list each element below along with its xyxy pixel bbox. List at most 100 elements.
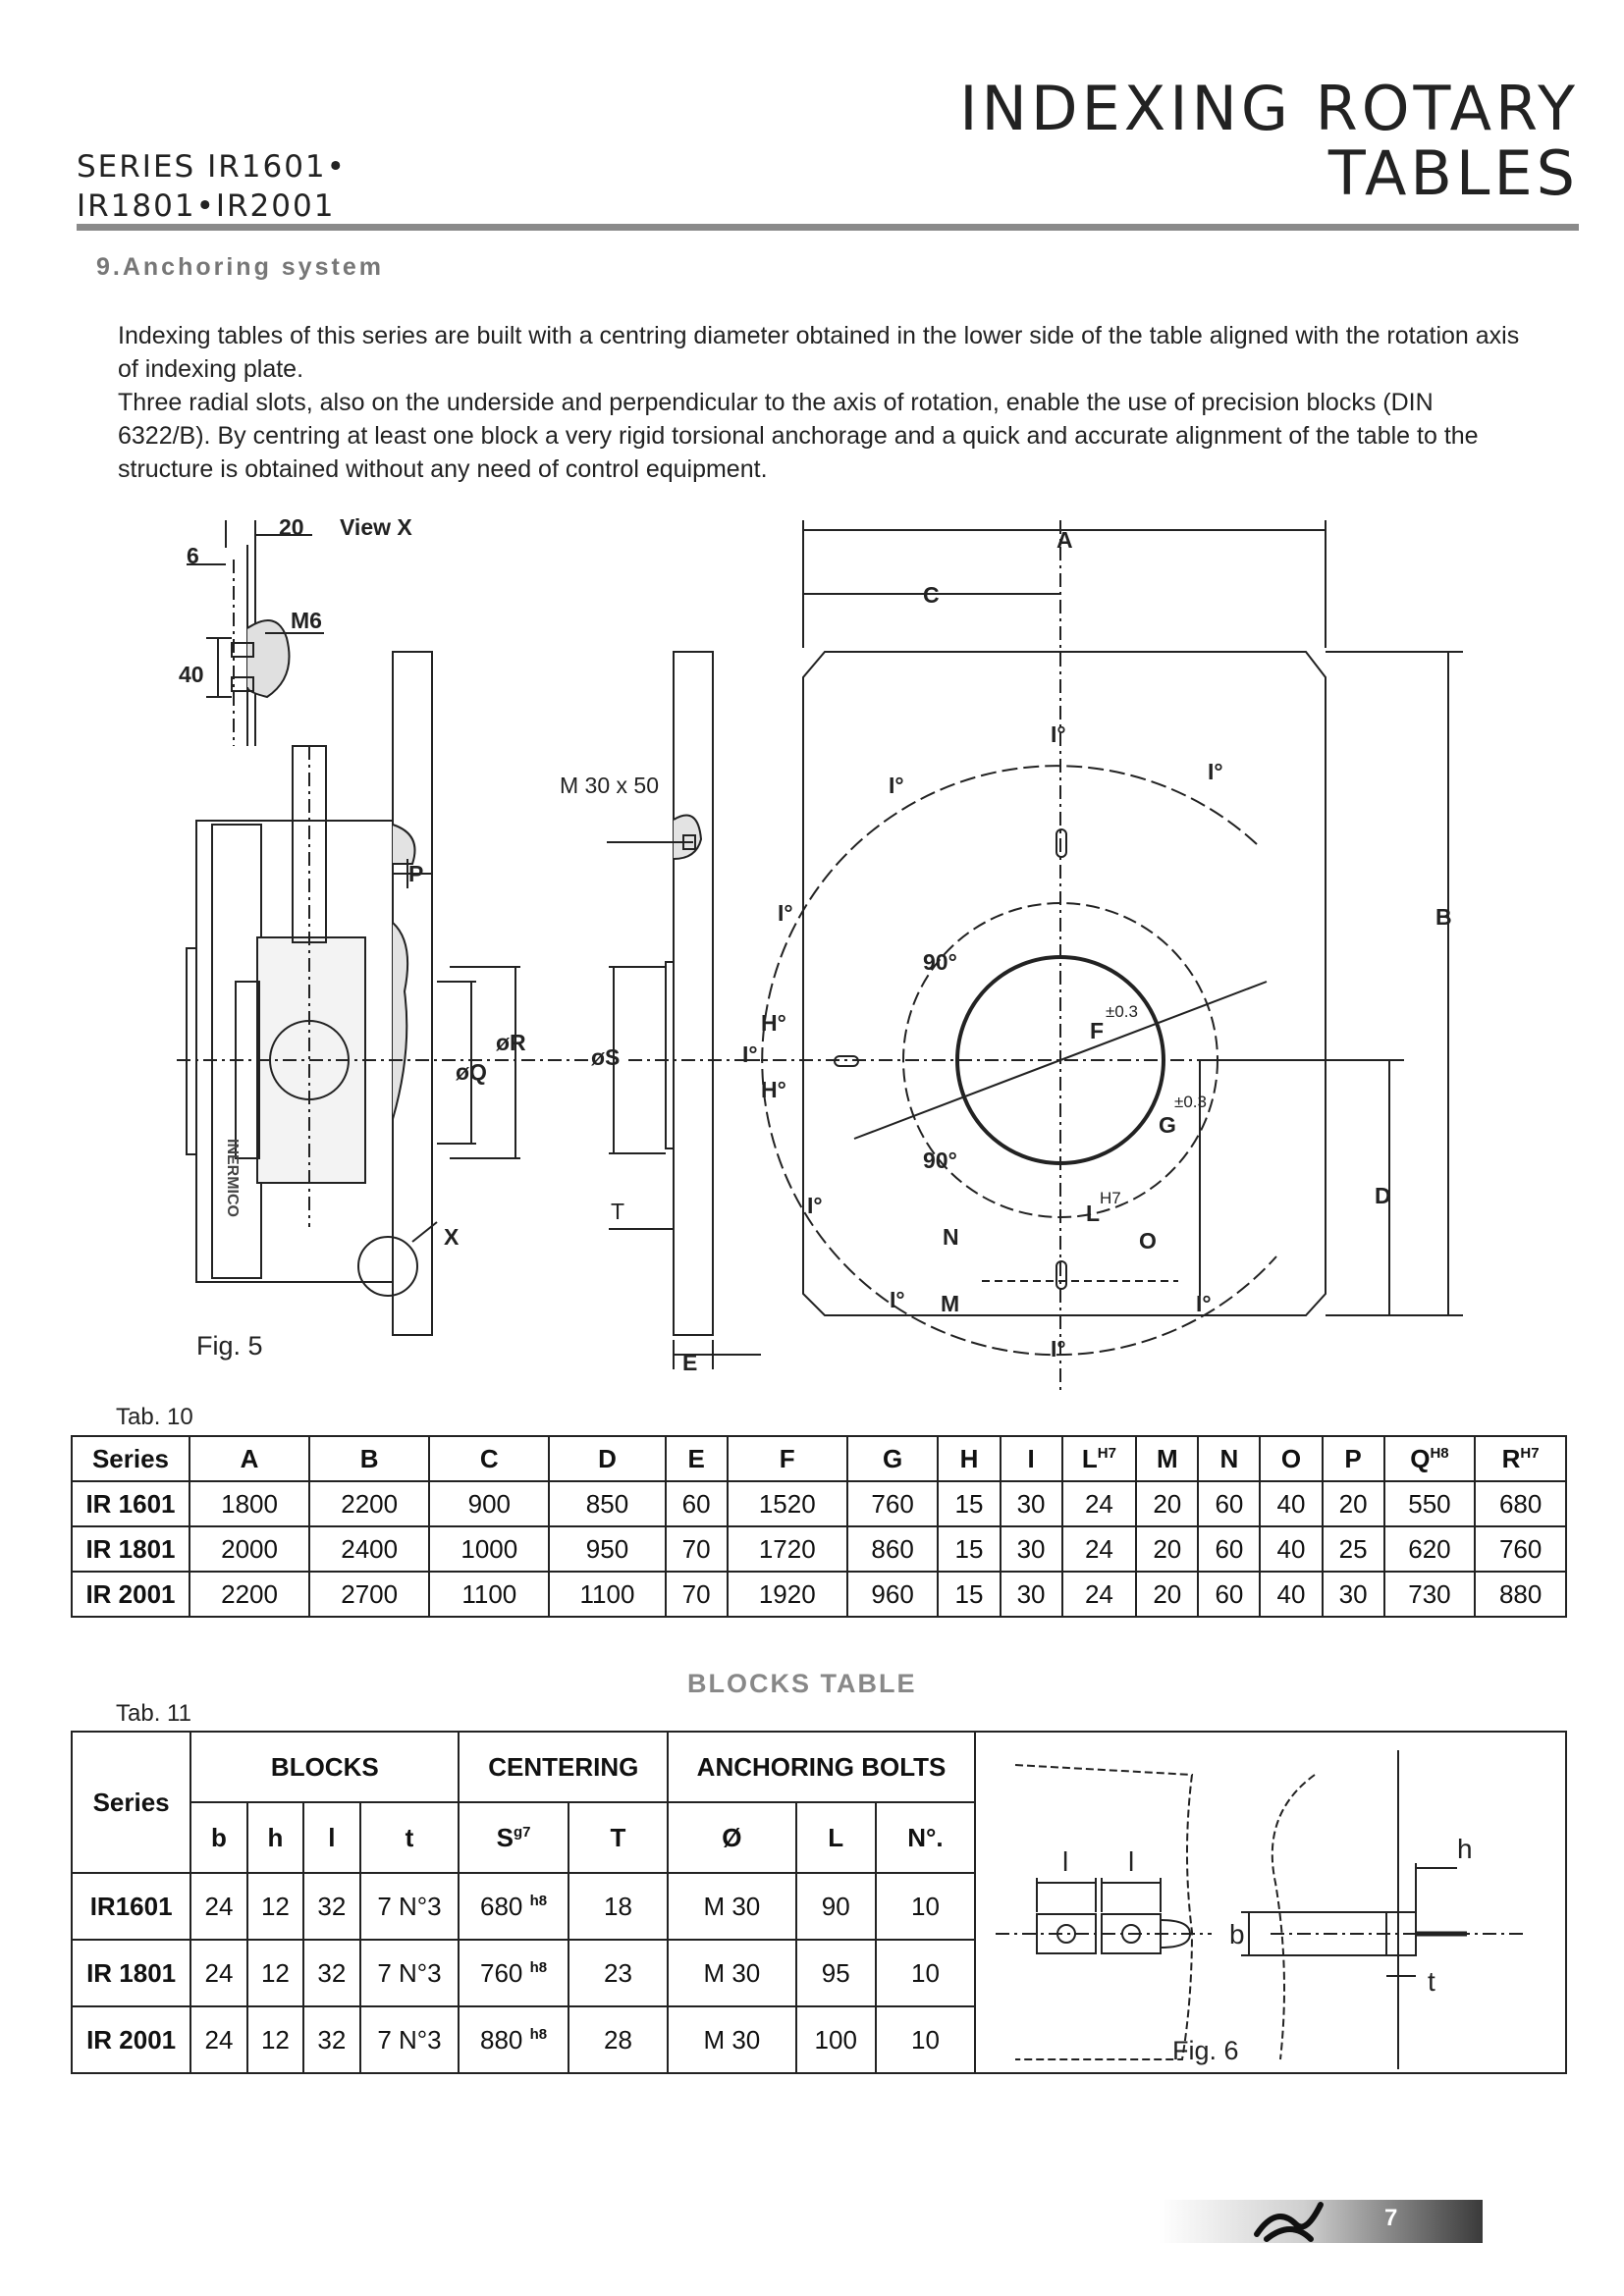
table-header-row: Series BLOCKS CENTERING ANCHORING BOLTS: [70, 1731, 1568, 2074]
series-line-2: IR1801•IR2001: [77, 188, 336, 224]
figure-5-drawing: 20 View X 6 M6 40 P øR øQ X M 30 x 50 øS…: [177, 514, 1463, 1394]
header-q-text: Q: [1410, 1443, 1431, 1473]
cell: 960: [845, 1571, 940, 1618]
cell: 950: [548, 1525, 667, 1573]
dim-f: F: [1090, 1018, 1104, 1043]
dim-q: øQ: [456, 1059, 487, 1085]
cell: 1800: [188, 1480, 311, 1527]
cell: 60: [1197, 1525, 1262, 1573]
header-cell: H: [937, 1435, 1001, 1482]
dim-b: B: [1435, 904, 1452, 930]
cell: 2200: [308, 1480, 431, 1527]
cell: 2200: [188, 1571, 311, 1618]
cell-s: 680 h8: [458, 1872, 569, 1941]
figure-5-caption: Fig. 5: [196, 1331, 263, 1361]
blocks-table: Series BLOCKS CENTERING ANCHORING BOLTS: [70, 1731, 1568, 2074]
table-header-row: Series A B C D E F G H I LH7 M N O P QH8…: [71, 1435, 1567, 1482]
cell: 40: [1259, 1480, 1324, 1527]
dim-m: M: [941, 1291, 959, 1316]
page-number: 7: [1384, 2205, 1398, 2231]
header-cell: I: [999, 1435, 1063, 1482]
cell: 20: [1135, 1480, 1200, 1527]
dim-g: G: [1159, 1112, 1176, 1138]
angle-i-8: I°: [1196, 1291, 1212, 1316]
angle-i-6: I°: [807, 1193, 823, 1218]
cell: 30: [999, 1525, 1063, 1573]
cell: 15: [937, 1480, 1001, 1527]
header-cell: N°.: [874, 1801, 976, 1874]
dim-s: øS: [591, 1044, 620, 1070]
cell: 70: [664, 1571, 729, 1618]
header-cell: F: [726, 1435, 848, 1482]
series-header: Series: [70, 1731, 192, 1874]
cell-l: 32: [302, 1872, 361, 1941]
cell: 15: [937, 1525, 1001, 1573]
cell: 24: [1060, 1480, 1138, 1527]
brand-label: INERMICO: [224, 1139, 241, 1217]
cell-s-sup: h8: [529, 2025, 548, 2043]
cell: 60: [1197, 1571, 1262, 1618]
cell: 70: [664, 1525, 729, 1573]
blocks-table-title: BLOCKS TABLE: [687, 1669, 917, 1698]
row-series: IR 2001: [70, 2005, 192, 2074]
dim-l-sup: H7: [1100, 1189, 1121, 1207]
header-cell: G: [845, 1435, 940, 1482]
header-cell-q: QH8: [1382, 1435, 1477, 1482]
cell-T: 28: [567, 2005, 670, 2074]
header-cell: L: [794, 1801, 877, 1874]
cell: 2000: [188, 1525, 311, 1573]
dim-20: 20: [279, 514, 304, 540]
view-x-label: View X: [340, 514, 412, 540]
dim-r: øR: [496, 1030, 526, 1055]
title-line-2: TABLES: [1327, 137, 1579, 209]
cell-N: 10: [874, 1939, 976, 2007]
header-cell: N: [1197, 1435, 1262, 1482]
cell: 1720: [726, 1525, 848, 1573]
cell: 25: [1321, 1525, 1385, 1573]
dim-n: N: [943, 1224, 959, 1250]
header-q-sup: H8: [1430, 1444, 1449, 1462]
cell-s: 760 h8: [458, 1939, 569, 2007]
header-cell: E: [664, 1435, 729, 1482]
angle-i-1: I°: [1051, 721, 1066, 747]
angle-i-3: I°: [1208, 759, 1223, 784]
angle-h-bottom: H°: [761, 1077, 786, 1102]
header-cell: T: [567, 1801, 670, 1874]
cell: 60: [664, 1480, 729, 1527]
angle-i-5: I°: [742, 1041, 758, 1067]
dim-d: D: [1375, 1183, 1391, 1208]
angle-h-top: H°: [761, 1010, 786, 1036]
cell: 730: [1382, 1571, 1477, 1618]
cell: 30: [999, 1480, 1063, 1527]
angle-i-2: I°: [889, 773, 904, 798]
dim-40: 40: [179, 662, 204, 687]
cell: 24: [1060, 1525, 1138, 1573]
cell-l: 32: [302, 2005, 361, 2074]
row-series: IR 1601: [71, 1480, 190, 1527]
header-cell: M: [1135, 1435, 1200, 1482]
figure-6-cell: l l b h t Fig. 6: [973, 1731, 1568, 2074]
cell-s: 880 h8: [458, 2005, 569, 2074]
dim-p: P: [408, 861, 423, 886]
dim-a: A: [1056, 527, 1073, 553]
table-row: IR 1801 2000 2400 1000 950 70 1720 860 1…: [71, 1525, 1567, 1573]
thread-label: M 30 x 50: [560, 773, 659, 798]
header-cell: D: [548, 1435, 667, 1482]
cell-s-sup: h8: [529, 1892, 548, 1909]
fig6-t: t: [1428, 1966, 1435, 1997]
header-cell: b: [189, 1801, 248, 1874]
cell: 1100: [428, 1571, 551, 1618]
table-subheader-row: b h l t Sg7 T Ø L N°.: [72, 1801, 1566, 1874]
cell: 680: [1474, 1480, 1567, 1527]
fig6-l2: l: [1128, 1846, 1134, 1877]
cell: 880: [1474, 1571, 1567, 1618]
cell: 1520: [726, 1480, 848, 1527]
cell: 40: [1259, 1525, 1324, 1573]
header-l-sup: H7: [1097, 1444, 1116, 1462]
cell: 60: [1197, 1480, 1262, 1527]
cell-t: 7 N°3: [358, 2005, 460, 2074]
section-heading: 9.Anchoring system: [96, 253, 384, 281]
cell: 1100: [548, 1571, 667, 1618]
cell-s-text: 760: [480, 1957, 523, 1988]
dim-o: O: [1139, 1228, 1157, 1254]
